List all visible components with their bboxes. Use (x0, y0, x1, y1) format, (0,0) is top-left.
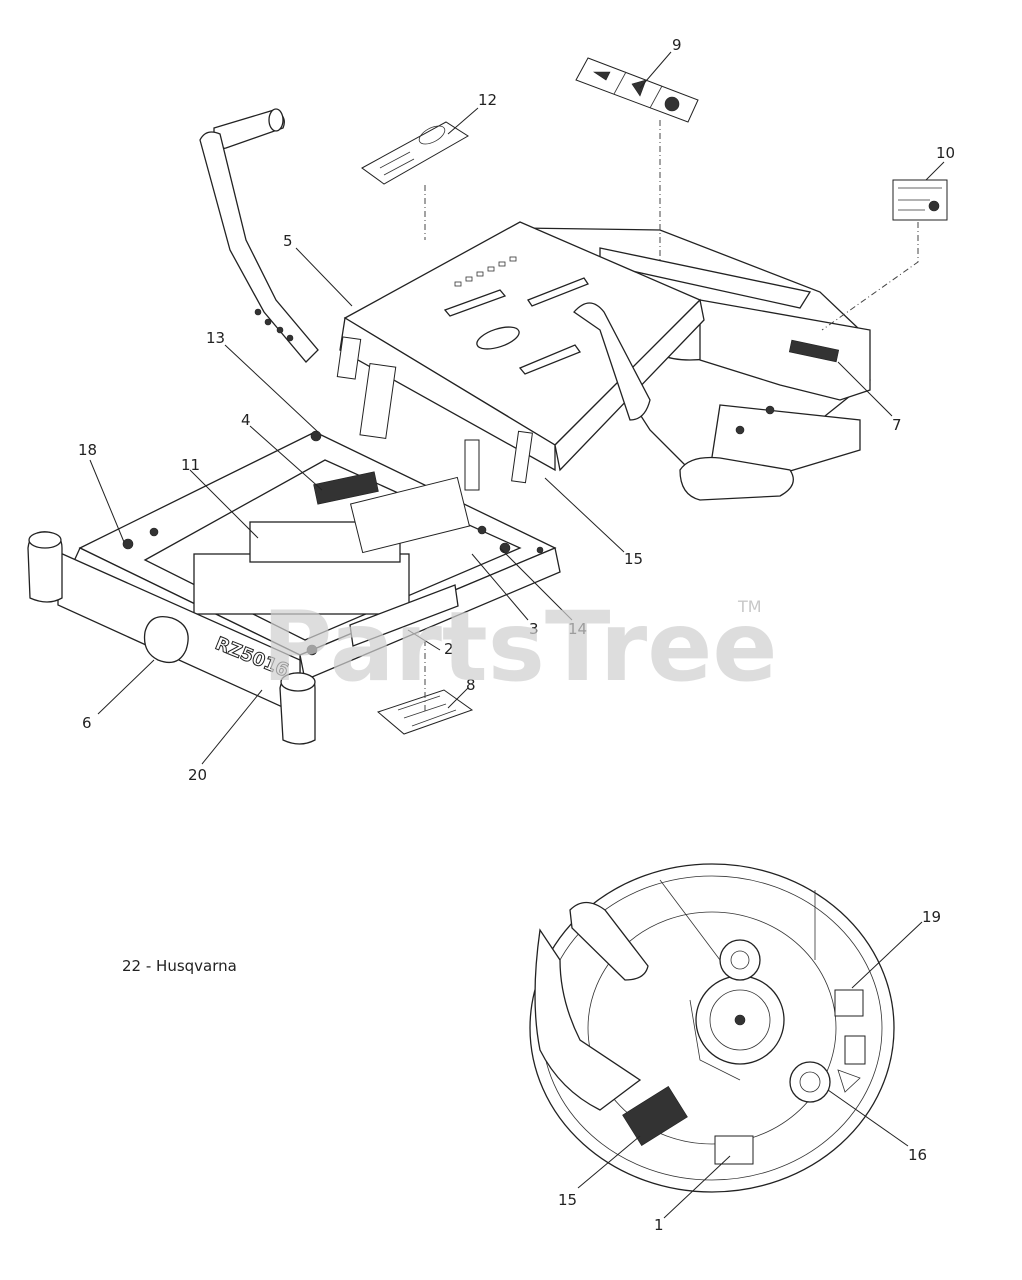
callout-15-top: 15 (624, 550, 643, 568)
decal-8 (376, 689, 474, 735)
watermark-text: PartsTree (262, 591, 777, 703)
callout-7: 7 (892, 416, 902, 434)
callouts: 9 12 10 5 13 7 4 18 11 15 3 14 2 8 6 20 … (78, 36, 955, 1234)
callout-15-bottom: 15 (558, 1191, 577, 1209)
callout-3: 3 (529, 620, 539, 638)
watermark: PartsTree TM (262, 591, 777, 703)
decal-9 (575, 57, 699, 123)
seat-pan (336, 221, 705, 491)
callout-20: 20 (188, 766, 207, 784)
steering-lever (199, 108, 319, 363)
callout-9: 9 (672, 36, 682, 54)
vent-dots (454, 256, 517, 287)
diagram-caption: 22 - Husqvarna (122, 957, 237, 975)
decal-10 (892, 179, 948, 221)
mower-deck (529, 863, 895, 1193)
callout-19: 19 (922, 908, 941, 926)
callout-8: 8 (466, 676, 476, 694)
leader-lines (89, 51, 945, 1219)
callout-12: 12 (478, 91, 497, 109)
callout-2: 2 (444, 640, 454, 658)
callout-1: 1 (654, 1216, 664, 1234)
watermark-tm: TM (737, 597, 762, 616)
callout-4: 4 (241, 411, 251, 429)
callout-10: 10 (936, 144, 955, 162)
callout-6: 6 (82, 714, 92, 732)
callout-5: 5 (283, 232, 293, 250)
callout-14: 14 (568, 620, 587, 638)
callout-13: 13 (206, 329, 225, 347)
decal-12 (361, 121, 469, 185)
callout-16: 16 (908, 1146, 927, 1164)
callout-11: 11 (181, 456, 200, 474)
callout-18: 18 (78, 441, 97, 459)
